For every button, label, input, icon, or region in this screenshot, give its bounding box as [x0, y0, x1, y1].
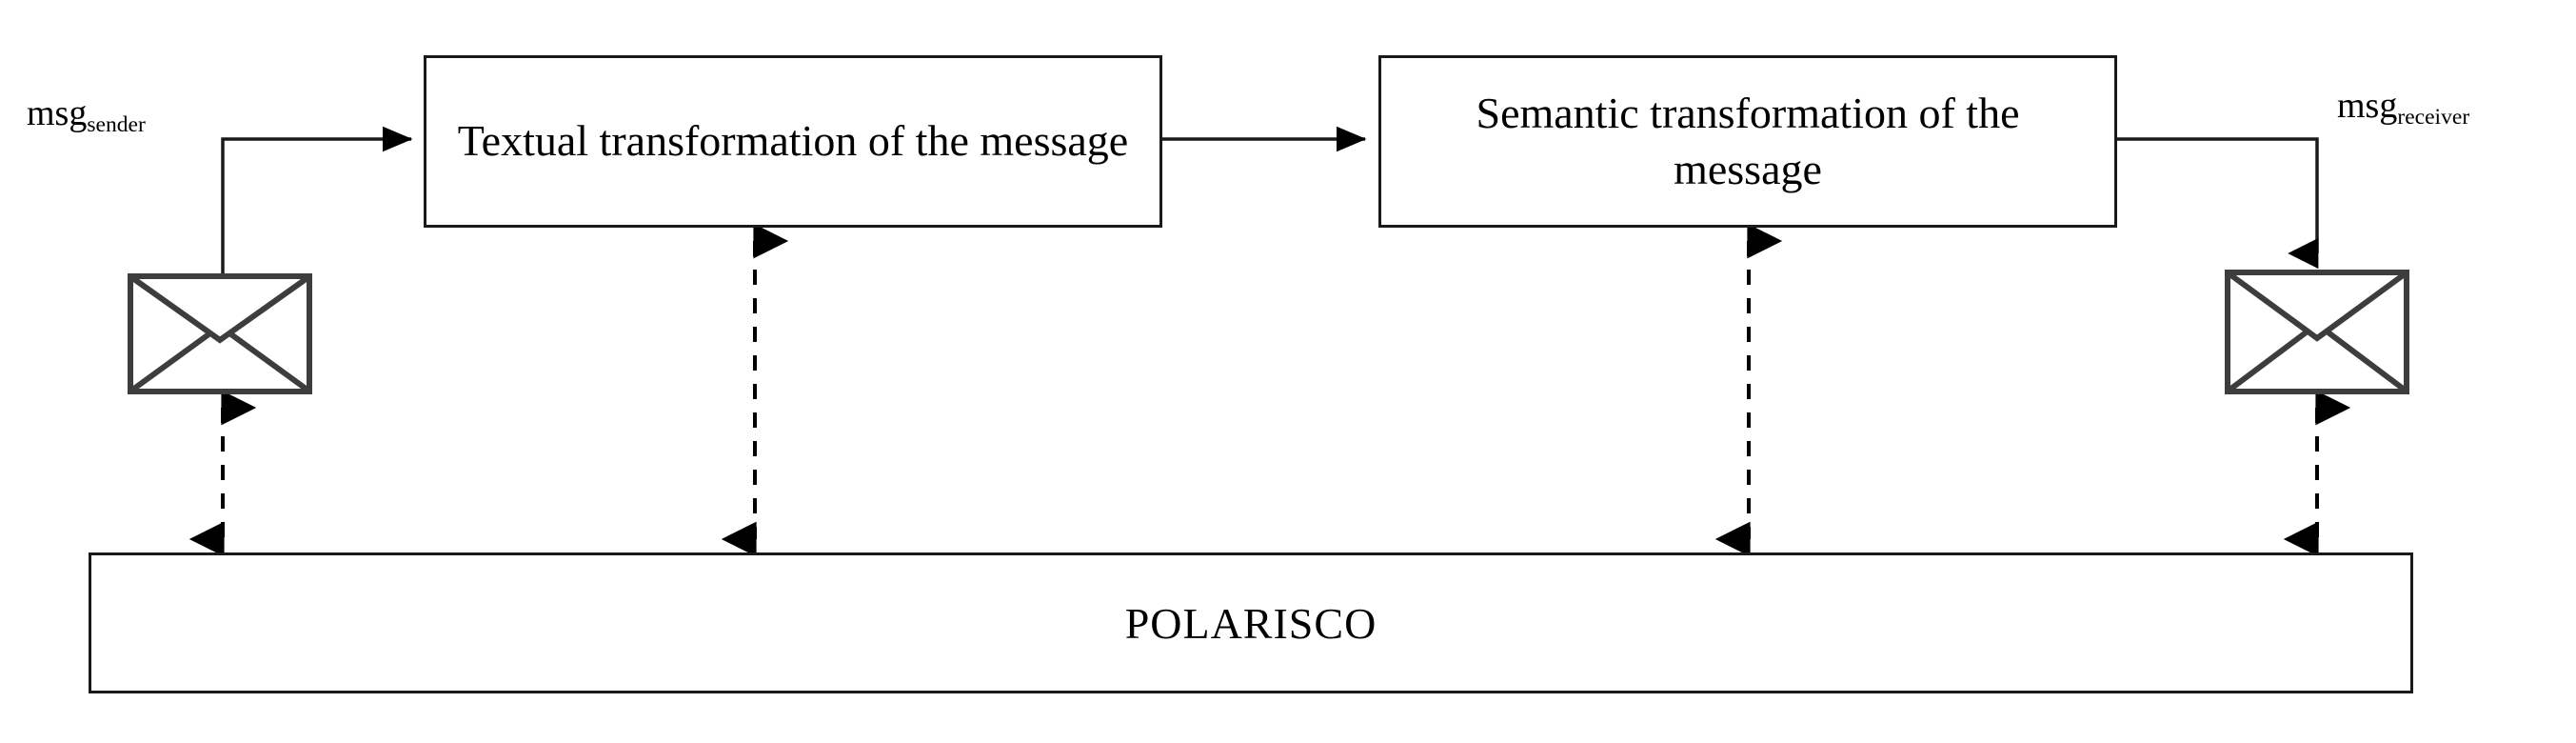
connector-sender-to-textual: [221, 126, 413, 273]
polarisco-label: POLARISCO: [1124, 598, 1377, 648]
process-box-semantic-transformation[interactable]: Semantic transformation of the message: [1378, 55, 2117, 228]
connector-semantic-to-receiver: [2117, 137, 2319, 270]
label-msg-receiver-base: msg: [2337, 86, 2398, 126]
label-msg-sender-subscript: sender: [87, 111, 146, 137]
label-msg-sender-base: msg: [27, 93, 88, 133]
envelope-icon: [2225, 270, 2409, 394]
polarisco-bar[interactable]: POLARISCO: [89, 552, 2413, 693]
process-box-textual-transformation[interactable]: Textual transformation of the message: [424, 55, 1162, 228]
label-msg-receiver: msgreceiver: [2337, 86, 2469, 128]
label-msg-sender: msgsender: [27, 93, 146, 135]
label-msg-receiver-subscript: receiver: [2397, 104, 2470, 130]
envelope-icon: [128, 273, 312, 394]
